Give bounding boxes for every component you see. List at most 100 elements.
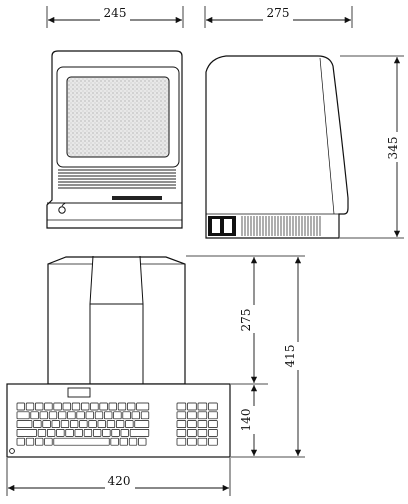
keyboard-key bbox=[187, 402, 197, 411]
keyboard-key bbox=[67, 411, 76, 420]
keyboard-key bbox=[125, 420, 134, 428]
keyboard-key bbox=[108, 402, 117, 411]
dim-top-depth: 275 bbox=[186, 255, 268, 385]
keyboard-key bbox=[53, 402, 62, 411]
front-width-label: 245 bbox=[104, 6, 127, 20]
keyboard-key bbox=[47, 429, 56, 437]
keyboard-key bbox=[56, 429, 65, 437]
top-depth-label: 275 bbox=[239, 309, 253, 332]
keyboard-key bbox=[39, 411, 48, 420]
keyboard-key bbox=[90, 402, 99, 411]
keyboard-key bbox=[102, 429, 111, 437]
keyboard-key bbox=[60, 420, 70, 428]
total-depth-label: 415 bbox=[283, 345, 297, 368]
keyboard-key bbox=[51, 420, 60, 428]
keyboard-key bbox=[94, 411, 104, 420]
dim-front-width: 245 bbox=[46, 6, 184, 28]
keyboard-key bbox=[122, 411, 131, 420]
keyboard-key bbox=[44, 402, 53, 411]
keyboard-key bbox=[197, 420, 208, 428]
side-height-label: 345 bbox=[386, 137, 400, 160]
keyboard-key bbox=[140, 411, 150, 420]
floppy-slot bbox=[112, 196, 162, 200]
keyboard-key bbox=[106, 420, 116, 428]
keyboard-key bbox=[197, 411, 208, 420]
keyboard-key bbox=[16, 402, 25, 411]
keyboard-key bbox=[79, 420, 88, 428]
keyboard-key bbox=[197, 437, 208, 446]
keyboard-key bbox=[128, 437, 138, 446]
keyboard-key bbox=[117, 402, 127, 411]
dim-side-height: 345 bbox=[340, 55, 404, 239]
keyboard-key bbox=[53, 437, 110, 446]
keyboard-key bbox=[25, 437, 35, 446]
keyboard-key bbox=[35, 437, 44, 446]
side-case bbox=[205, 55, 349, 239]
keyboard-key bbox=[176, 402, 187, 411]
apple-logo-icon bbox=[58, 203, 66, 214]
crt-screen bbox=[66, 76, 170, 158]
side-view: 275 bbox=[204, 6, 404, 239]
keyboard-key bbox=[93, 429, 102, 437]
keyboard-key bbox=[99, 402, 108, 411]
front-vents bbox=[58, 169, 176, 189]
keyboard-key bbox=[176, 429, 187, 437]
keyboard-key bbox=[187, 437, 197, 446]
keyboard-key bbox=[208, 411, 218, 420]
dim-side-depth: 275 bbox=[204, 6, 353, 28]
keyboard-key bbox=[127, 402, 136, 411]
dim-keyboard-depth: 140 bbox=[239, 385, 260, 456]
keyboard-key bbox=[42, 420, 51, 428]
keyboard-key bbox=[35, 402, 44, 411]
keyboard-key bbox=[71, 402, 81, 411]
keyboard bbox=[6, 383, 231, 458]
keyboard-key bbox=[176, 411, 187, 420]
top-case bbox=[47, 256, 186, 385]
keyboard-key bbox=[134, 420, 150, 428]
keyboard-key bbox=[74, 429, 83, 437]
keyboard-key bbox=[58, 411, 67, 420]
keyboard-key bbox=[136, 402, 150, 411]
keyboard-key bbox=[197, 402, 208, 411]
keyboard-key bbox=[85, 411, 94, 420]
side-vents bbox=[241, 216, 321, 236]
keyboard-key bbox=[104, 411, 113, 420]
keyboard-key bbox=[37, 429, 47, 437]
keyboard-key bbox=[88, 420, 97, 428]
keyboard-key bbox=[119, 437, 128, 446]
keyboard-depth-label: 140 bbox=[239, 409, 253, 432]
keyboard-key bbox=[131, 411, 140, 420]
keyboard-key bbox=[208, 429, 218, 437]
keyboard-key bbox=[129, 429, 150, 437]
keyboard-key bbox=[176, 437, 187, 446]
keyboard-width-label: 420 bbox=[108, 474, 131, 488]
keyboard-key bbox=[83, 429, 93, 437]
keyboard-key bbox=[110, 437, 119, 446]
apple-logo-icon bbox=[9, 448, 15, 454]
front-view: 245 bbox=[46, 6, 184, 229]
dim-total-depth: 415 bbox=[231, 255, 305, 458]
keyboard-key bbox=[187, 420, 197, 428]
dim-keyboard-width: 420 bbox=[6, 458, 231, 496]
keyboard-key bbox=[97, 420, 106, 428]
side-depth-label: 275 bbox=[267, 6, 290, 20]
keyboard-key bbox=[187, 429, 197, 437]
keyboard-key bbox=[33, 420, 42, 428]
keyboard-key bbox=[208, 402, 218, 411]
keyboard-key bbox=[120, 429, 129, 437]
keyboard-key bbox=[113, 411, 122, 420]
rear-ports bbox=[208, 216, 236, 236]
keyboard-key bbox=[16, 411, 30, 420]
keyboard-key bbox=[16, 420, 33, 428]
keyboard-key bbox=[25, 402, 35, 411]
top-view: 275 415 140 420 bbox=[6, 255, 305, 496]
keyboard-key bbox=[187, 411, 197, 420]
keyboard-key bbox=[16, 429, 37, 437]
keyboard-key bbox=[208, 437, 218, 446]
keyboard-key bbox=[116, 420, 125, 428]
keyboard-plate bbox=[67, 387, 91, 398]
keyboard-key bbox=[76, 411, 85, 420]
keyboard-key bbox=[62, 402, 71, 411]
keyboard-key bbox=[81, 402, 90, 411]
keyboard-key bbox=[111, 429, 120, 437]
